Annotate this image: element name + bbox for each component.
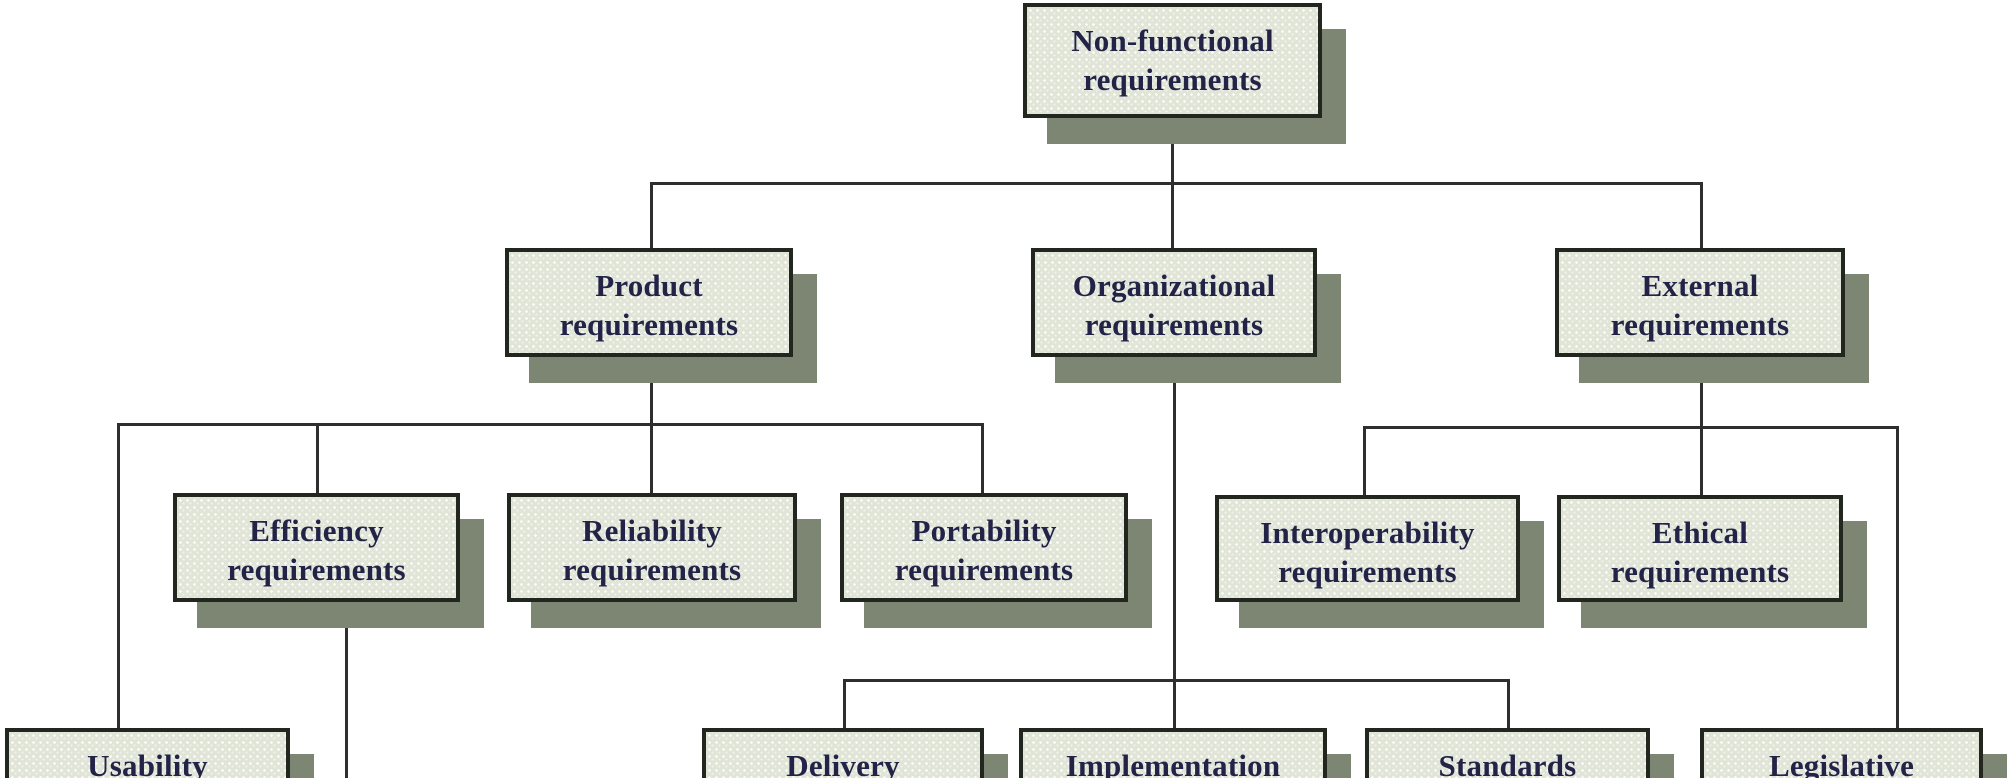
node-non-functional-requirements: Non-functional requirements [1023, 3, 1322, 118]
connector-line [843, 679, 846, 728]
node-interoperability-requirements: Interoperability requirements [1215, 495, 1520, 602]
connector-line [1171, 182, 1174, 248]
node-ethical-requirements: Ethical requirements [1557, 495, 1843, 602]
connector-line [117, 423, 983, 426]
node-standards: Standards [1365, 728, 1650, 778]
node-label: Portability [911, 513, 1057, 548]
connector-line [1173, 357, 1176, 679]
connector-line [650, 182, 1702, 185]
connector-line [1363, 426, 1897, 429]
connector-line [1700, 426, 1703, 495]
connector-line [1700, 182, 1703, 248]
node-label: External [1641, 268, 1759, 303]
connector-line [1507, 679, 1510, 728]
node-label: Product [595, 268, 703, 303]
connector-line [1173, 679, 1176, 728]
node-reliability-requirements: Reliability requirements [507, 493, 797, 602]
node-label: Non-functional [1071, 23, 1274, 58]
node-label: requirements [562, 552, 742, 587]
node-label: Interoperability [1260, 515, 1475, 550]
node-label: requirements [1610, 554, 1790, 589]
connector-line [117, 423, 120, 730]
node-label: requirements [894, 552, 1074, 587]
node-label: Delivery [786, 748, 900, 778]
connector-line [1171, 118, 1174, 184]
node-efficiency-requirements: Efficiency requirements [173, 493, 460, 602]
node-portability-requirements: Portability requirements [840, 493, 1128, 602]
connector-line [981, 423, 984, 493]
node-label: Efficiency [249, 513, 384, 548]
node-label: requirements [1083, 62, 1262, 97]
node-legislative: Legislative [1700, 728, 1983, 778]
node-delivery: Delivery [702, 728, 984, 778]
node-label: Standards [1438, 748, 1577, 778]
node-label: requirements [559, 307, 739, 342]
connector-line [650, 357, 653, 423]
connector-line [1363, 426, 1366, 495]
node-usability: Usability [5, 728, 290, 778]
node-organizational-requirements: Organizational requirements [1031, 248, 1317, 357]
node-product-requirements: Product requirements [505, 248, 793, 357]
node-external-requirements: External requirements [1555, 248, 1845, 357]
node-label: requirements [227, 552, 406, 587]
node-label: Usability [87, 748, 208, 778]
node-label: requirements [1610, 307, 1790, 342]
node-label: Implementation [1065, 748, 1281, 778]
node-label: Legislative [1768, 748, 1915, 778]
connector-line [650, 182, 653, 248]
node-label: Organizational [1072, 268, 1276, 303]
node-label: Ethical [1651, 515, 1749, 550]
connector-line [1700, 357, 1703, 426]
node-implementation: Implementation [1019, 728, 1327, 778]
node-label: requirements [1278, 554, 1457, 589]
connector-line [650, 423, 653, 493]
node-label: Reliability [582, 513, 722, 548]
connector-line [1896, 426, 1899, 728]
connector-line [345, 602, 348, 778]
connector-line [316, 423, 319, 493]
node-label: requirements [1084, 307, 1264, 342]
